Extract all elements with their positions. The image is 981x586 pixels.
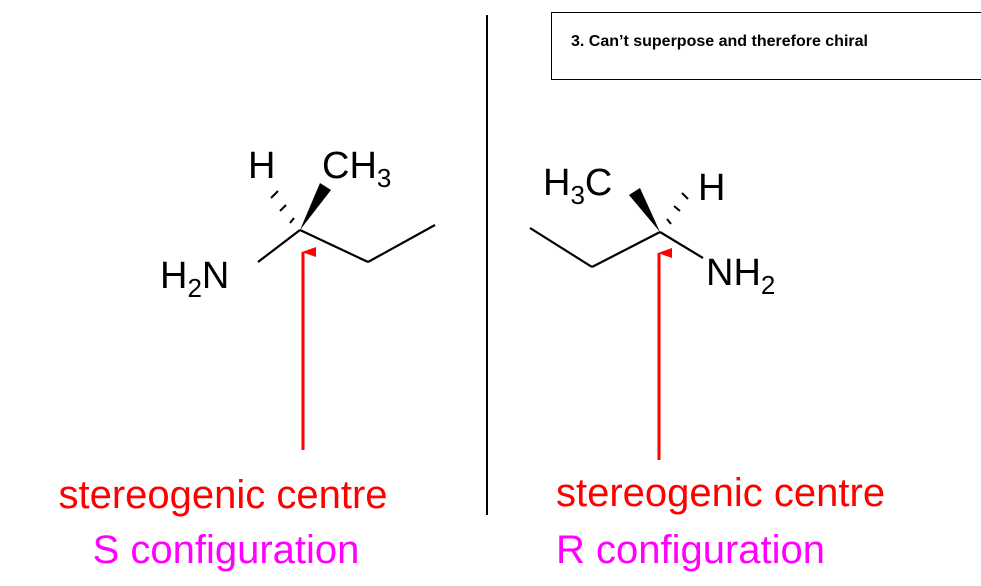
chirality-note-text: 3. Can’t superpose and therefore chiral xyxy=(571,33,868,50)
right-amine-sub: 2 xyxy=(761,270,775,300)
left-ch3-label: CH3 xyxy=(322,145,391,193)
right-h3c-sub: 3 xyxy=(570,180,584,210)
right-configuration-label: R configuration xyxy=(556,528,825,572)
left-amine-label: H2N xyxy=(160,255,229,303)
left-stereocentre-label: stereogenic centre xyxy=(58,473,387,517)
left-amine-n: N xyxy=(202,255,229,297)
left-bond-ch2-ch3 xyxy=(367,224,436,263)
right-stereocentre-label: stereogenic centre xyxy=(556,471,885,515)
right-bond-ch2-c xyxy=(591,231,661,268)
right-amine-main: NH xyxy=(706,252,761,294)
left-configuration-label: S configuration xyxy=(93,528,360,572)
left-amine-sub: 2 xyxy=(187,273,201,303)
left-h-label: H xyxy=(248,145,275,187)
left-wedge-bond xyxy=(300,183,331,230)
chirality-note-box: 3. Can’t superpose and therefore chiral xyxy=(551,12,981,80)
right-amine-label: NH2 xyxy=(706,252,775,300)
right-wedge-bond xyxy=(629,188,660,232)
left-bond-c-ch2 xyxy=(299,229,369,263)
left-ch3-sub: 3 xyxy=(377,163,391,193)
right-bond-ch3-ch2 xyxy=(529,227,593,268)
right-h3c-h: H xyxy=(543,162,570,204)
right-h3c-c: C xyxy=(585,162,612,204)
left-amine-h: H xyxy=(160,255,187,297)
right-h-label: H xyxy=(698,167,725,209)
left-hash-bond xyxy=(270,190,295,224)
right-h3c-label: H3C xyxy=(543,162,612,210)
right-hash-bond xyxy=(666,192,689,225)
right-molecule: H3C H NH2 stereogenic centre R configura… xyxy=(529,162,885,572)
left-molecule: H CH3 H2N stereogenic centre S configura… xyxy=(58,145,436,572)
left-bond-n-c xyxy=(257,229,301,263)
right-bond-c-n xyxy=(659,231,704,259)
left-ch3-main: CH xyxy=(322,145,377,187)
